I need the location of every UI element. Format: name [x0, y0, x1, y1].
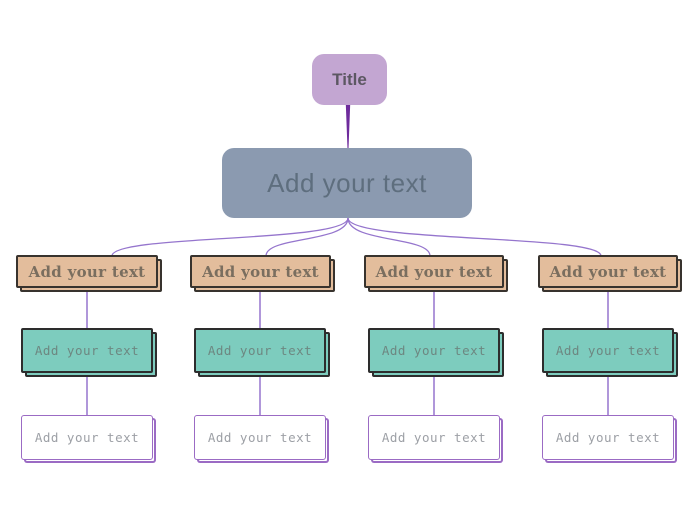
root-node[interactable]: Title — [312, 54, 387, 105]
branch1-level2-label: Add your text — [34, 343, 140, 358]
root-node-label: Title — [332, 69, 367, 89]
branch3-level3-label: Add your text — [381, 430, 487, 445]
branch3-level3-node[interactable]: Add your text — [368, 415, 500, 460]
branch3-level2-label: Add your text — [381, 343, 487, 358]
branch3-level2-node[interactable]: Add your text — [368, 328, 500, 373]
branch2-level1-label: Add your text — [202, 262, 319, 281]
branch1-level1-node[interactable]: Add your text — [16, 255, 158, 288]
branch-connector-3 — [347, 217, 431, 257]
branch2-level2-label: Add your text — [207, 343, 313, 358]
branch-connector-4 — [347, 217, 602, 257]
branch3-level1-label: Add your text — [375, 262, 493, 281]
branch2-level3-label: Add your text — [207, 430, 313, 445]
branch2-level3-node[interactable]: Add your text — [194, 415, 326, 460]
branch4-level3-node[interactable]: Add your text — [542, 415, 674, 460]
branch4-level1-node[interactable]: Add your text — [538, 255, 678, 288]
branch2-level1-node[interactable]: Add your text — [190, 255, 331, 288]
root-connector — [345, 104, 351, 149]
branch1-level1-label: Add your text — [28, 262, 146, 281]
branch1-level3-node[interactable]: Add your text — [21, 415, 153, 460]
branch1-level2-node[interactable]: Add your text — [21, 328, 153, 373]
main-topic-label: Add your text — [267, 167, 427, 198]
branch4-level3-label: Add your text — [555, 430, 661, 445]
branch2-level2-node[interactable]: Add your text — [194, 328, 326, 373]
branch-connector-1 — [111, 217, 349, 257]
branch1-level3-label: Add your text — [34, 430, 140, 445]
branch3-level1-node[interactable]: Add your text — [364, 255, 504, 288]
branch4-level2-label: Add your text — [555, 343, 661, 358]
branch4-level2-node[interactable]: Add your text — [542, 328, 674, 373]
branch-connector-2 — [265, 217, 349, 257]
main-topic-node[interactable]: Add your text — [222, 148, 472, 218]
branch4-level1-label: Add your text — [549, 262, 667, 281]
